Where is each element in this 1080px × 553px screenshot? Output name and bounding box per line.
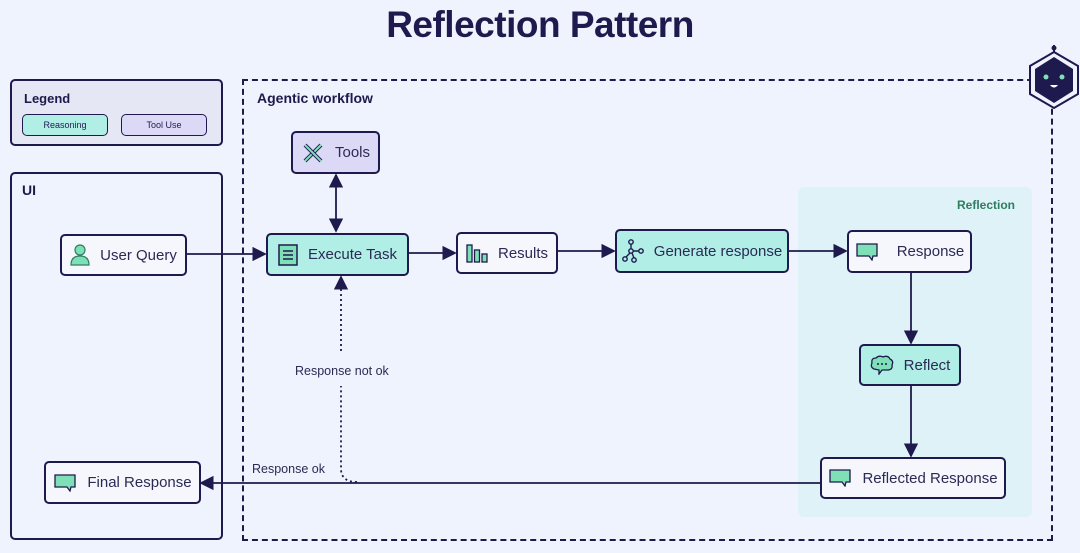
edge-label-ok: Response ok [252,462,325,476]
node-generate-response-label: Generate response [653,242,783,260]
robot-agent-icon [1029,45,1079,110]
node-reflected-response-label: Reflected Response [862,469,998,487]
chat-bubble-icon [856,242,878,261]
node-final-response[interactable]: Final Response [44,461,201,504]
chat-bubble-icon [54,473,77,492]
wrench-screwdriver-icon [303,143,323,162]
legend: Legend Reasoning Tool Use [10,79,223,146]
document-icon [278,243,298,266]
ui-panel: UI [10,172,223,540]
legend-title: Legend [24,91,71,106]
reflection-title: Reflection [957,198,1016,212]
node-execute-task-label: Execute Task [308,246,397,263]
ui-title: UI [22,182,36,198]
node-reflect-label: Reflect [903,356,951,374]
node-tools[interactable]: Tools [291,131,380,174]
thought-bubble-icon [870,355,893,375]
agentic-workflow-title: Agentic workflow [257,90,373,106]
node-final-response-label: Final Response [87,474,192,491]
agentic-workflow-area [242,79,1053,541]
chat-bubble-icon [829,469,852,487]
node-user-query[interactable]: User Query [60,234,187,276]
legend-reasoning: Reasoning [22,114,108,136]
edge-label-not-ok: Response not ok [295,364,389,378]
node-user-query-label: User Query [100,246,177,264]
node-results-label: Results [497,244,549,262]
network-icon [621,239,644,263]
page-title: Reflection Pattern [386,4,694,45]
node-response[interactable]: Response [847,230,972,273]
node-reflect[interactable]: Reflect [859,344,961,386]
node-execute-task[interactable]: Execute Task [266,233,409,276]
user-icon [70,244,90,266]
legend-tool-use: Tool Use [121,114,207,136]
node-tools-label: Tools [334,144,371,161]
bar-chart-icon [466,244,488,263]
arrow-not-ok-lower [340,386,358,483]
node-reflected-response[interactable]: Reflected Response [820,457,1006,499]
node-response-label: Response [896,243,965,260]
node-generate-response[interactable]: Generate response [615,229,789,273]
node-results[interactable]: Results [456,232,558,274]
